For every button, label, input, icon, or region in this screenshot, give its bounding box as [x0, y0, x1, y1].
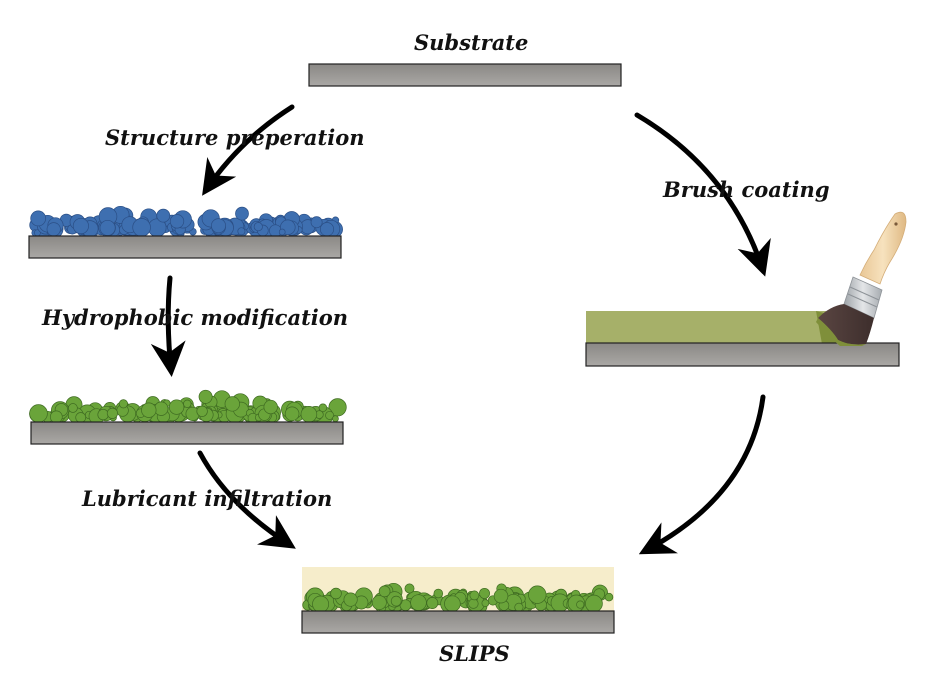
green-particle-layer — [29, 389, 347, 425]
particle — [235, 206, 249, 221]
particle — [378, 585, 391, 598]
particle — [433, 588, 444, 599]
particle — [528, 585, 547, 604]
step-label-lubricant-infiltration: Lubricant infiltration — [82, 486, 333, 511]
substrate-plate-top — [308, 63, 622, 87]
particle — [330, 587, 342, 600]
particle — [328, 398, 347, 417]
brush-coating-layer — [586, 311, 826, 344]
particle — [97, 408, 109, 421]
node-label-substrate: Substrate — [414, 30, 529, 55]
particle — [479, 587, 490, 599]
slips-particle-layer — [302, 582, 614, 614]
particle — [404, 583, 415, 594]
node-label-slips: SLIPS — [439, 641, 510, 666]
particle — [224, 396, 240, 412]
arrow-brush-coating — [634, 112, 771, 277]
step-label-hydrophobic-modification: Hydrophobic modification — [42, 305, 349, 330]
particle — [585, 594, 603, 613]
particle — [469, 590, 480, 601]
substrate-plate-structured — [28, 235, 342, 259]
particle — [196, 405, 208, 417]
particle — [156, 208, 171, 223]
particle — [99, 219, 116, 236]
arrow-lubricant-infiltration — [197, 450, 296, 549]
arrow-coated-to-slips — [638, 394, 766, 555]
particle — [390, 595, 402, 607]
substrate-plate-coated — [585, 342, 900, 367]
particle — [49, 410, 63, 424]
arrow-structure-preparation — [202, 104, 295, 196]
particle — [154, 401, 169, 416]
particle — [29, 404, 48, 423]
particle — [481, 599, 490, 607]
particle — [343, 592, 358, 607]
blue-particle-layer — [29, 205, 343, 239]
particle — [318, 403, 328, 413]
particle — [371, 595, 387, 610]
particle — [310, 216, 323, 229]
particle — [118, 399, 128, 409]
particle — [426, 597, 439, 609]
particle — [106, 407, 118, 419]
step-label-brush-coating: Brush coating — [663, 177, 830, 202]
arrow-hydrophobic-modification — [150, 275, 186, 377]
paint-brush-icon — [816, 211, 907, 346]
particle — [332, 415, 339, 423]
particle — [141, 402, 157, 418]
particle — [169, 214, 185, 229]
particle — [263, 399, 278, 415]
substrate-plate-hydrophobic — [30, 421, 344, 445]
particle — [284, 406, 300, 422]
particle — [183, 399, 192, 408]
particle — [198, 389, 213, 404]
particle — [325, 410, 335, 420]
particle — [576, 600, 585, 609]
particle — [493, 588, 509, 604]
particle — [237, 227, 246, 236]
particle — [444, 595, 461, 612]
particle — [75, 412, 87, 423]
particle — [253, 222, 263, 232]
particle — [300, 406, 318, 423]
particle — [30, 210, 47, 227]
particle — [68, 403, 78, 413]
particle — [211, 218, 226, 234]
particle — [604, 592, 614, 602]
particle — [514, 602, 524, 612]
particle — [46, 222, 61, 237]
particle — [319, 222, 335, 237]
particle — [278, 228, 286, 236]
particle — [132, 218, 151, 237]
particle — [168, 399, 185, 415]
substrate-plate-slips — [301, 610, 615, 634]
particle — [312, 595, 330, 613]
particle — [72, 217, 89, 235]
particle — [410, 594, 427, 611]
particle — [468, 598, 479, 609]
step-label-structure-preparation: Structure preperation — [105, 125, 365, 150]
